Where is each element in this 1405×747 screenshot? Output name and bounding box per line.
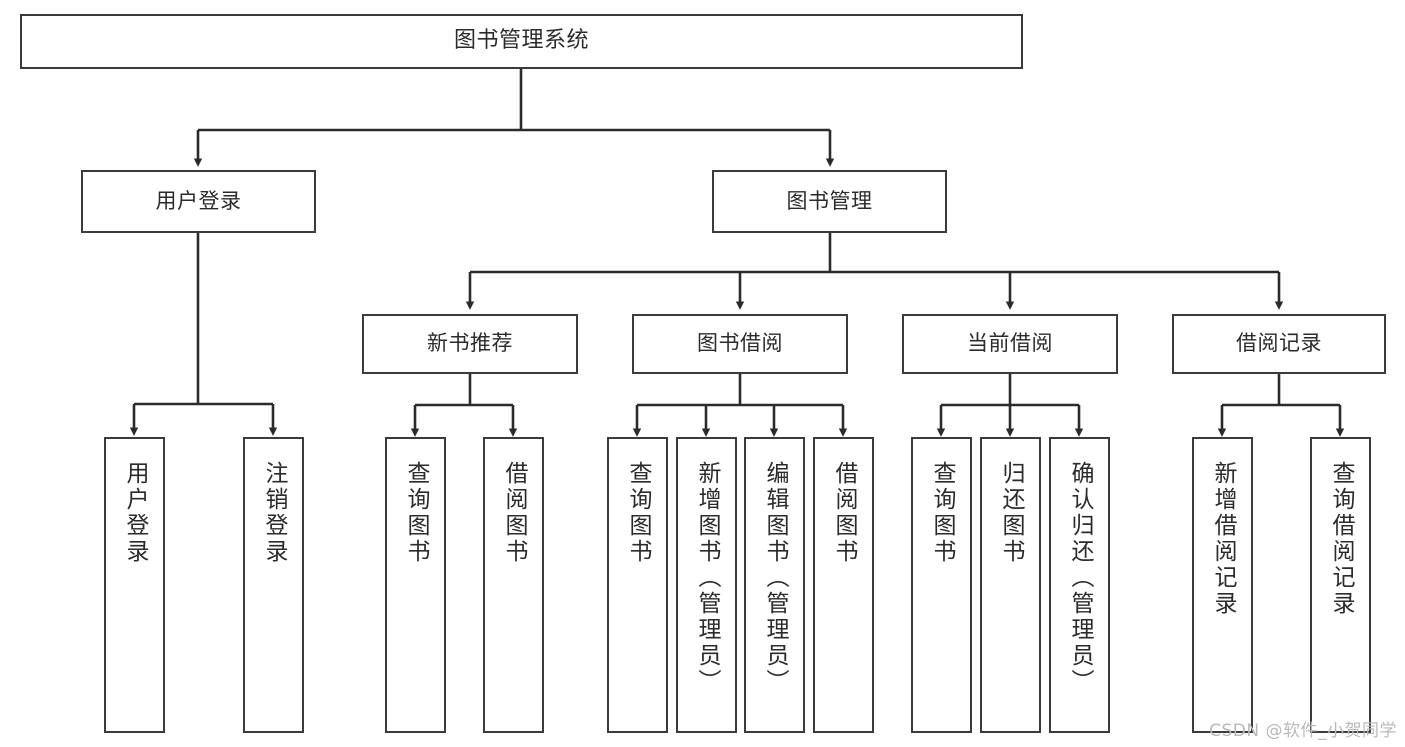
node-label: 查询图书 bbox=[625, 461, 651, 565]
node-leaf-borrow-book-recommend[interactable]: 借阅图书 bbox=[483, 437, 544, 733]
node-leaf-query-book-recommend[interactable]: 查询图书 bbox=[385, 437, 446, 733]
node-label: 用户登录 bbox=[155, 188, 242, 213]
node-leaf-user-login[interactable]: 用户登录 bbox=[104, 437, 165, 733]
node-label: 借阅图书 bbox=[831, 461, 857, 565]
node-leaf-edit-book-admin[interactable]: 编辑图书（管理员） bbox=[744, 437, 805, 733]
node-label: 图书借阅 bbox=[697, 331, 783, 356]
node-user-login[interactable]: 用户登录 bbox=[81, 170, 316, 233]
node-leaf-query-book-current[interactable]: 查询图书 bbox=[911, 437, 972, 733]
node-label: 归还图书 bbox=[998, 461, 1024, 565]
node-label: 查询图书 bbox=[929, 461, 955, 565]
node-leaf-add-book-admin[interactable]: 新增图书（管理员） bbox=[676, 437, 737, 733]
node-label: 新增图书（管理员） bbox=[694, 461, 720, 695]
node-label: 查询借阅记录 bbox=[1328, 461, 1354, 617]
node-leaf-return-book[interactable]: 归还图书 bbox=[980, 437, 1041, 733]
node-leaf-borrow-book[interactable]: 借阅图书 bbox=[813, 437, 874, 733]
node-label: 确认归还（管理员） bbox=[1067, 461, 1093, 695]
node-label: 新书推荐 bbox=[427, 331, 513, 356]
node-current-borrow[interactable]: 当前借阅 bbox=[902, 314, 1118, 374]
node-new-book-recommend[interactable]: 新书推荐 bbox=[362, 314, 578, 374]
node-root-system[interactable]: 图书管理系统 bbox=[20, 14, 1023, 69]
node-label: 借阅图书 bbox=[501, 461, 527, 565]
node-label: 查询图书 bbox=[403, 461, 429, 565]
node-label: 当前借阅 bbox=[967, 331, 1053, 356]
node-leaf-query-borrow-record[interactable]: 查询借阅记录 bbox=[1310, 437, 1371, 733]
node-label: 注销登录 bbox=[261, 461, 287, 565]
node-leaf-logout[interactable]: 注销登录 bbox=[243, 437, 304, 733]
node-label: 编辑图书（管理员） bbox=[762, 461, 788, 695]
node-leaf-add-borrow-record[interactable]: 新增借阅记录 bbox=[1192, 437, 1253, 733]
node-label: 图书管理 bbox=[786, 188, 873, 213]
node-book-management[interactable]: 图书管理 bbox=[712, 170, 947, 233]
node-leaf-confirm-return-admin[interactable]: 确认归还（管理员） bbox=[1049, 437, 1110, 733]
watermark-text: CSDN @软件_小贺同学 bbox=[1209, 721, 1397, 741]
node-leaf-query-book-borrow[interactable]: 查询图书 bbox=[607, 437, 668, 733]
node-label: 借阅记录 bbox=[1236, 331, 1322, 356]
node-borrow-record[interactable]: 借阅记录 bbox=[1172, 314, 1386, 374]
node-book-borrow[interactable]: 图书借阅 bbox=[632, 314, 848, 374]
node-label: 新增借阅记录 bbox=[1210, 461, 1236, 617]
node-label: 图书管理系统 bbox=[453, 28, 589, 54]
node-label: 用户登录 bbox=[122, 461, 148, 565]
